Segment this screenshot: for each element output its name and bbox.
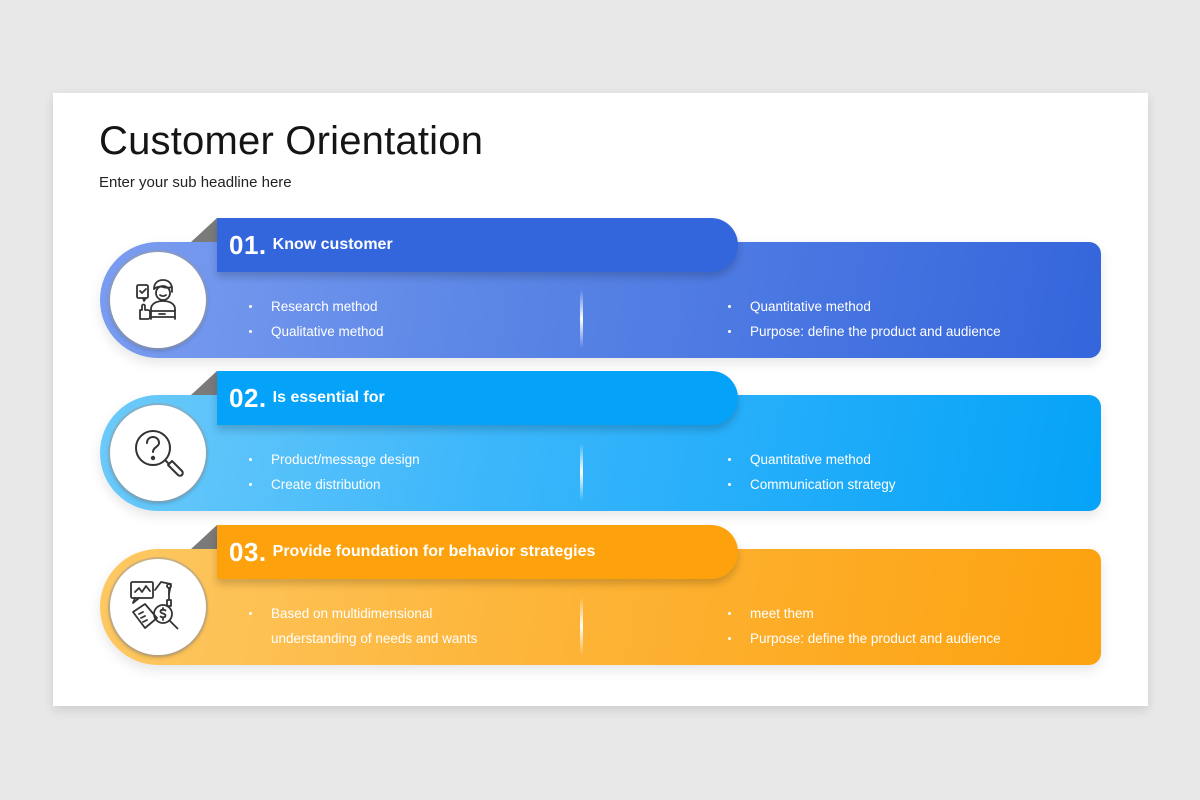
row-number: 01. <box>229 229 267 260</box>
row-know-customer: 01. Know customer Research <box>53 218 1148 358</box>
bullet-item: Create distribution <box>249 472 420 497</box>
row-heading: Know customer <box>272 236 393 253</box>
column-divider <box>580 290 583 348</box>
bullet-item-continuation: understanding of needs and wants <box>271 631 478 646</box>
customer-thumbs-up-icon <box>129 271 187 329</box>
row-is-essential-for: 02. Is essential for Product/message des… <box>53 371 1148 511</box>
page-subtitle: Enter your sub headline here <box>99 174 292 191</box>
row-heading: Is essential for <box>272 389 385 406</box>
row-header: 03. Provide foundation for behavior stra… <box>217 525 738 579</box>
bullet-item: Product/message design <box>249 447 420 472</box>
left-bullet-list: Product/message design Create distributi… <box>249 447 420 497</box>
bullet-item: Quantitative method <box>728 294 1001 319</box>
tab-fold <box>191 371 217 395</box>
row-provide-foundation: 03. Provide foundation for behavior stra… <box>53 525 1148 665</box>
right-bullet-list: meet them Purpose: define the product an… <box>728 601 1001 651</box>
bullet-item: Communication strategy <box>728 472 896 497</box>
row-number: 03. <box>229 536 267 567</box>
bullet-item: Research method <box>249 294 384 319</box>
market-analysis-icon <box>127 576 189 638</box>
left-bullet-list: Based on multidimensional understanding … <box>249 601 477 651</box>
row-header: 01. Know customer <box>217 218 738 272</box>
right-bullet-list: Quantitative method Communication strate… <box>728 447 896 497</box>
page-title: Customer Orientation <box>99 119 484 163</box>
tab-fold <box>191 525 217 549</box>
bullet-item: Quantitative method <box>728 447 896 472</box>
bullet-item: Purpose: define the product and audience <box>728 626 1001 651</box>
tab-fold <box>191 218 217 242</box>
icon-circle <box>110 252 206 348</box>
row-header: 02. Is essential for <box>217 371 738 425</box>
question-magnifier-icon <box>127 422 189 484</box>
bullet-item: Based on multidimensional <box>249 601 477 626</box>
column-divider <box>580 597 583 655</box>
right-bullet-list: Quantitative method Purpose: define the … <box>728 294 1001 344</box>
slide: Customer Orientation Enter your sub head… <box>53 93 1148 706</box>
bullet-item: Qualitative method <box>249 319 384 344</box>
left-bullet-list: Research method Qualitative method <box>249 294 384 344</box>
row-heading: Provide foundation for behavior strategi… <box>272 543 596 560</box>
bullet-item: Purpose: define the product and audience <box>728 319 1001 344</box>
row-number: 02. <box>229 382 267 413</box>
icon-circle <box>110 559 206 655</box>
bullet-item: meet them <box>728 601 1001 626</box>
icon-circle <box>110 405 206 501</box>
column-divider <box>580 443 583 501</box>
